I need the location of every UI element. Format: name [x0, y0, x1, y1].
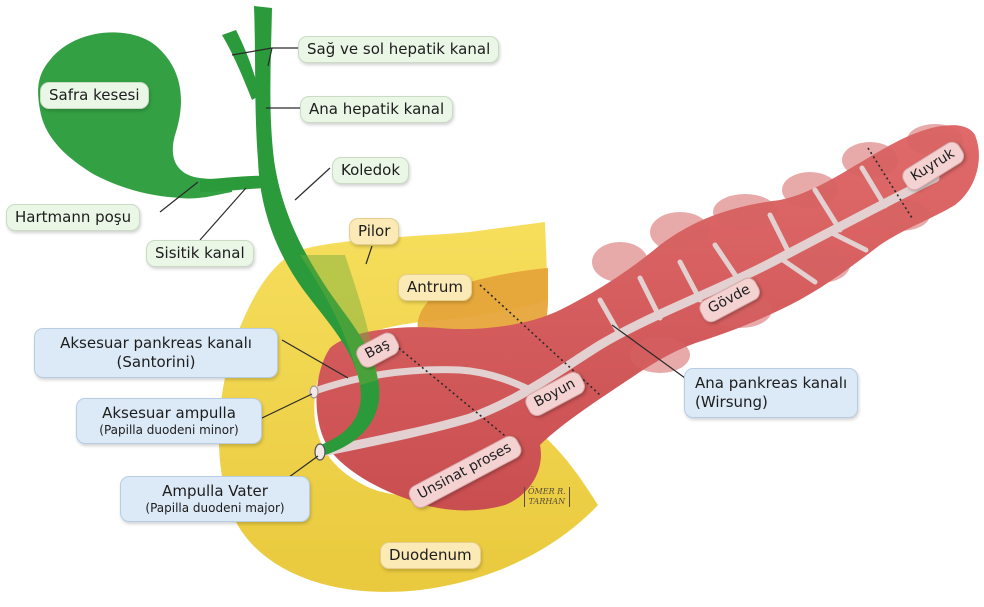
- main-duct-subtitle: (Wirsung): [695, 393, 847, 412]
- label-antrum: Antrum: [398, 274, 472, 301]
- gallbladder-shape: [38, 32, 232, 198]
- accessory-ampulla-subtitle: (Papilla duodeni minor): [87, 423, 251, 438]
- label-main-duct: Ana pankreas kanalı (Wirsung): [684, 368, 858, 418]
- label-accessory-duct: Aksesuar pankreas kanalı (Santorini): [34, 328, 278, 378]
- accessory-duct-title: Aksesuar pankreas kanalı: [60, 334, 252, 352]
- label-hepatic-ducts: Sağ ve sol hepatik kanal: [298, 36, 499, 63]
- label-common-hepatic: Ana hepatik kanal: [300, 96, 453, 123]
- ampulla-vater-subtitle: (Papilla duodeni major): [131, 501, 299, 516]
- signature-line-1: ÖMER R.: [528, 487, 566, 496]
- label-cystic-duct: Sisitik kanal: [146, 240, 254, 267]
- accessory-ampulla-opening: [310, 386, 318, 398]
- label-gallbladder: Safra kesesi: [40, 82, 149, 109]
- artist-signature: ÖMER R. TARHAN: [524, 487, 570, 507]
- left-hepatic-duct: [222, 30, 260, 100]
- main-duct-title: Ana pankreas kanalı: [695, 374, 847, 392]
- accessory-ampulla-title: Aksesuar ampulla: [102, 404, 236, 422]
- accessory-duct-subtitle: (Santorini): [45, 353, 267, 372]
- label-pylorus: Pilor: [349, 218, 399, 245]
- label-accessory-ampulla: Aksesuar ampulla (Papilla duodeni minor): [76, 398, 262, 444]
- ampulla-vater-title: Ampulla Vater: [162, 482, 268, 500]
- label-duodenum: Duodenum: [380, 542, 481, 569]
- signature-line-2: TARHAN: [529, 497, 565, 506]
- label-common-bile-duct: Koledok: [332, 157, 409, 184]
- label-hartmann: Hartmann poşu: [6, 204, 140, 231]
- label-ampulla-vater: Ampulla Vater (Papilla duodeni major): [120, 476, 310, 522]
